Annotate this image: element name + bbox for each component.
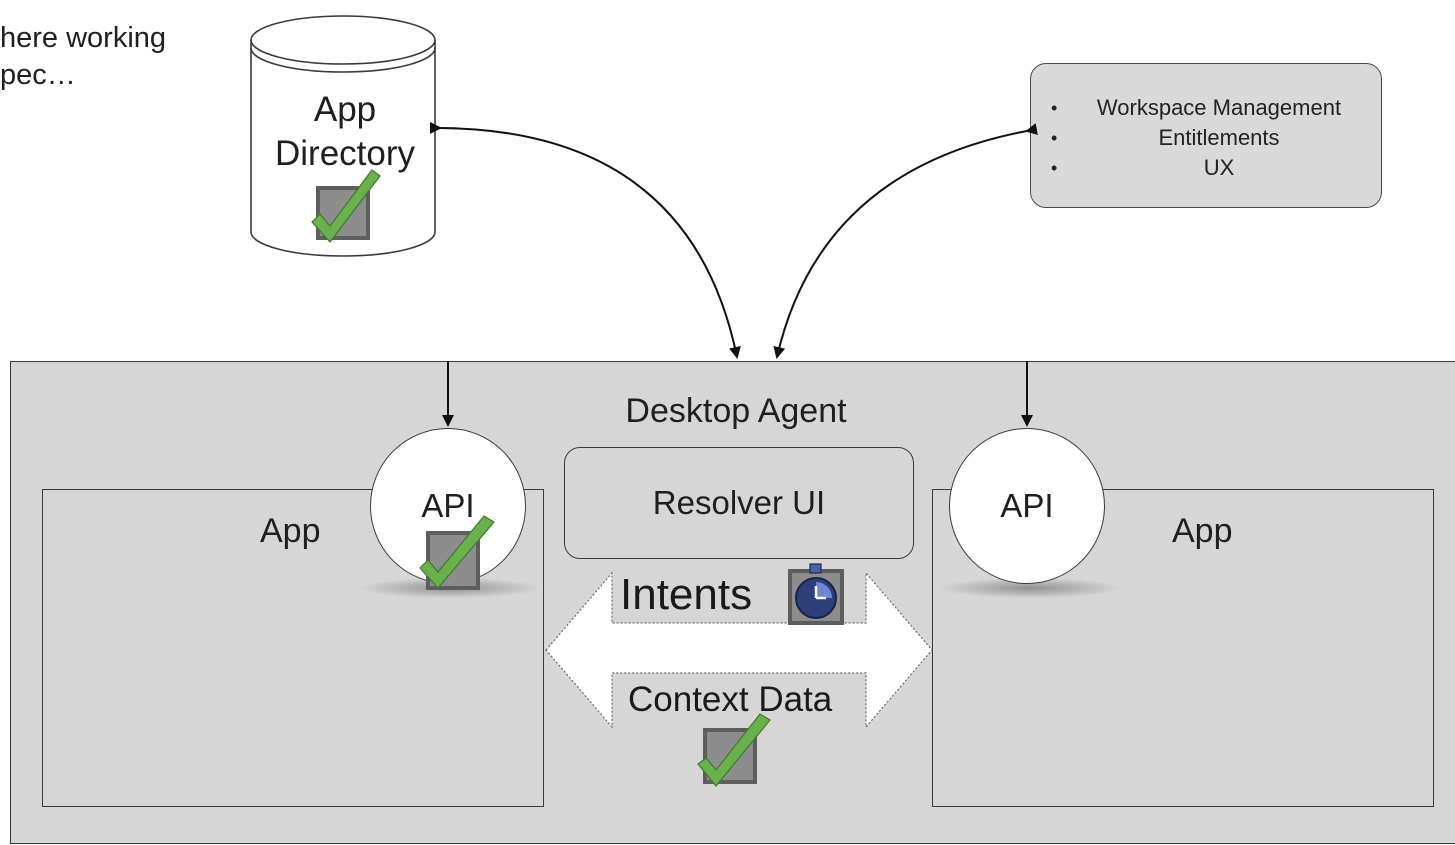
data-exchange-arrow — [545, 571, 933, 729]
left-app-label: App — [260, 512, 321, 550]
bullet-icon: • — [1051, 98, 1058, 118]
stopwatch-icon — [788, 563, 844, 625]
resolver-ui-box: Resolver UI — [564, 447, 914, 559]
partial-description-text: here working pec… — [0, 20, 240, 94]
capabilities-item-label: Workspace Management — [1096, 95, 1342, 120]
app-directory-label: App Directory — [250, 88, 440, 176]
capabilities-item-label: UX — [1203, 155, 1235, 180]
capabilities-item: • Workspace Management — [1031, 93, 1381, 123]
capabilities-list: • Workspace Management • Entitlements • UX — [1031, 93, 1381, 183]
bullet-icon: • — [1051, 128, 1058, 148]
bullet-icon: • — [1051, 158, 1058, 178]
right-app-label: App — [1172, 512, 1233, 550]
checkmark-icon — [311, 169, 381, 243]
capabilities-connector-arrow — [773, 123, 1038, 359]
left-api-label: API — [421, 487, 475, 524]
right-api-label: API — [1000, 487, 1054, 524]
capabilities-item: • Entitlements — [1031, 123, 1381, 153]
capabilities-item-label: Entitlements — [1158, 125, 1280, 150]
right-api-circle: API — [949, 428, 1105, 584]
right-api-shadow — [940, 578, 1120, 598]
desktop-agent-title: Desktop Agent — [625, 392, 847, 430]
capabilities-item: • UX — [1031, 153, 1381, 183]
checkmark-icon — [419, 515, 495, 590]
context-data-label: Context Data — [628, 680, 833, 719]
checkmark-icon — [697, 713, 771, 787]
partial-text-line-1: here working — [0, 22, 167, 54]
resolver-ui-label: Resolver UI — [652, 484, 826, 521]
app-directory-label-line-2: Directory — [274, 134, 416, 173]
intents-label: Intents — [620, 570, 753, 619]
app-directory-label-line-1: App — [313, 90, 377, 129]
directory-connector-arrow — [429, 121, 741, 359]
partial-text-line-2: pec… — [0, 59, 76, 91]
